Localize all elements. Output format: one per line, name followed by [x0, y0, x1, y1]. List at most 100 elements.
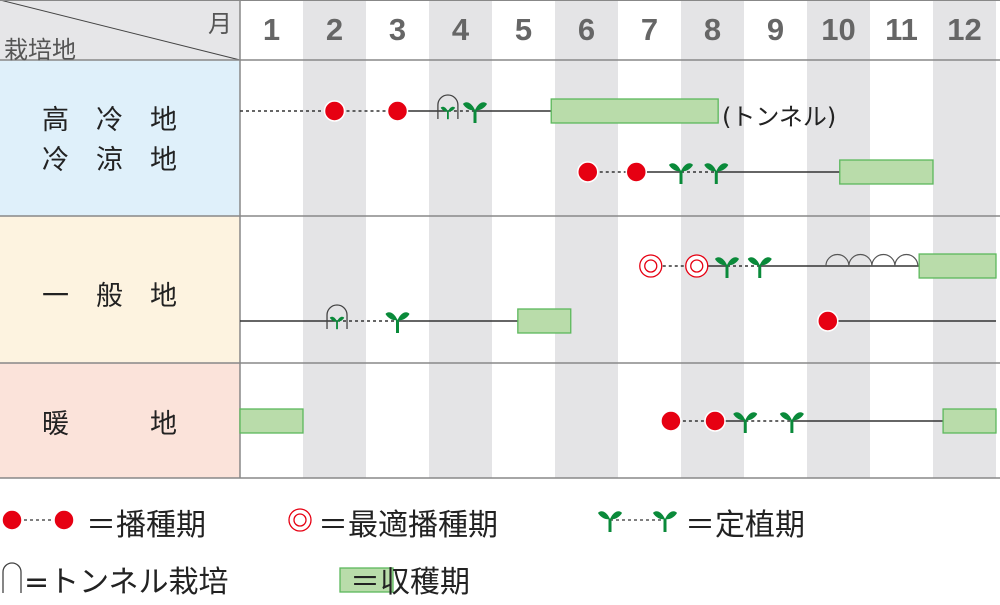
leaf	[440, 106, 448, 112]
month-header: 4	[451, 12, 470, 47]
gray-month-column	[555, 0, 618, 478]
inner-ring	[293, 513, 307, 527]
leaf	[447, 106, 456, 112]
sowing-dot-icon	[386, 100, 409, 122]
leaf	[779, 412, 792, 421]
month-header: 2	[325, 12, 344, 47]
sowing-dot-icon	[625, 161, 648, 183]
sowing-dot-icon	[704, 410, 726, 432]
stem	[447, 111, 449, 120]
legend-harvest: ＝収穫期	[350, 565, 470, 600]
month-header: 9	[766, 12, 785, 47]
gray-month-column	[807, 0, 870, 478]
leaf	[733, 412, 746, 421]
legend-planting: ＝定植期	[685, 508, 805, 543]
leaf	[745, 412, 758, 421]
corner-region-label: 栽培地	[4, 36, 76, 64]
corner-diagonal	[0, 0, 241, 61]
stem	[679, 171, 683, 184]
stem	[790, 420, 794, 433]
harvest-bar	[839, 159, 934, 185]
inner-ring	[690, 259, 704, 273]
seedling-in-tunnel-icon	[440, 106, 456, 120]
row-label-general: 一 般 地	[42, 281, 177, 312]
row-label-cell	[0, 60, 240, 216]
optimal-sowing-icon	[639, 254, 663, 278]
gray-month-column	[429, 0, 492, 478]
optimal-sowing-icon	[685, 254, 709, 278]
seedling-icon	[669, 163, 693, 184]
leaf	[726, 257, 739, 266]
seedling-icon	[714, 257, 739, 278]
gray-month-column	[933, 0, 996, 478]
month-header: 11	[885, 12, 918, 47]
seedling-icon	[385, 312, 410, 333]
corner-month-label: 月	[208, 10, 232, 38]
month-header: 5	[514, 12, 533, 47]
stem	[608, 519, 612, 532]
row-label-warm: 暖 地	[42, 409, 177, 440]
tunnel-icon	[326, 304, 348, 329]
row-label-cell	[0, 363, 240, 478]
stem	[473, 110, 477, 123]
tunnel-icon	[437, 94, 459, 119]
legend-optimal: ＝最適播種期	[318, 508, 498, 543]
sowing-dot-icon	[660, 410, 682, 432]
leaf	[716, 163, 729, 172]
stem	[714, 171, 718, 184]
sowing-dot-icon	[817, 310, 839, 332]
month-header: 6	[577, 12, 596, 47]
stem	[725, 265, 729, 278]
month-header: 8	[703, 12, 722, 47]
leaf	[462, 102, 475, 111]
outer-ring	[639, 254, 663, 278]
outer-ring	[288, 508, 312, 532]
tunnel-note: (トンネル)	[722, 103, 837, 131]
sowing-dot-icon	[577, 161, 599, 183]
sowing-dot-icon	[323, 100, 346, 122]
month-header: 10	[821, 12, 856, 47]
month-header: 1	[262, 12, 281, 47]
legend-harvest-swatch	[339, 567, 394, 593]
seedling-icon	[733, 412, 758, 433]
leaf	[337, 316, 345, 322]
harvest-bar	[942, 408, 997, 434]
tunnel-arcs-icon	[825, 253, 919, 267]
legend-seedling-icon	[653, 511, 677, 532]
leaf	[665, 511, 677, 520]
month-header: 3	[388, 12, 407, 47]
harvest-bar	[517, 308, 572, 334]
seedling-icon	[462, 102, 487, 123]
legend-sowing-dot-icon	[53, 509, 75, 531]
row-label-cell	[0, 216, 240, 363]
gray-month-column	[303, 0, 366, 478]
stem	[743, 420, 747, 433]
leaf	[669, 163, 681, 172]
legend-sowing: ＝播種期	[86, 508, 206, 543]
legend-seedling-icon	[598, 511, 622, 532]
leaf	[610, 511, 622, 520]
leaf	[747, 257, 760, 266]
gray-month-column	[681, 0, 744, 478]
stem	[663, 519, 667, 532]
harvest-bar	[239, 408, 304, 434]
leaf	[474, 102, 487, 111]
month-header: 7	[640, 12, 659, 47]
seedling-icon	[779, 412, 804, 433]
row-label-cool-1: 高 冷 地	[42, 105, 177, 136]
leaf	[329, 316, 338, 322]
month-header: 12	[947, 12, 982, 47]
leaf	[385, 312, 398, 321]
seedling-icon	[704, 163, 729, 184]
seedling-in-tunnel-icon	[329, 316, 345, 330]
leaf	[598, 511, 610, 520]
outer-ring	[685, 254, 709, 278]
inner-ring	[644, 259, 658, 273]
leaf	[397, 312, 410, 321]
stem	[336, 321, 338, 330]
leaf	[759, 257, 772, 266]
legend-tunnel: =トンネル栽培	[24, 565, 229, 600]
leaf	[653, 511, 665, 520]
